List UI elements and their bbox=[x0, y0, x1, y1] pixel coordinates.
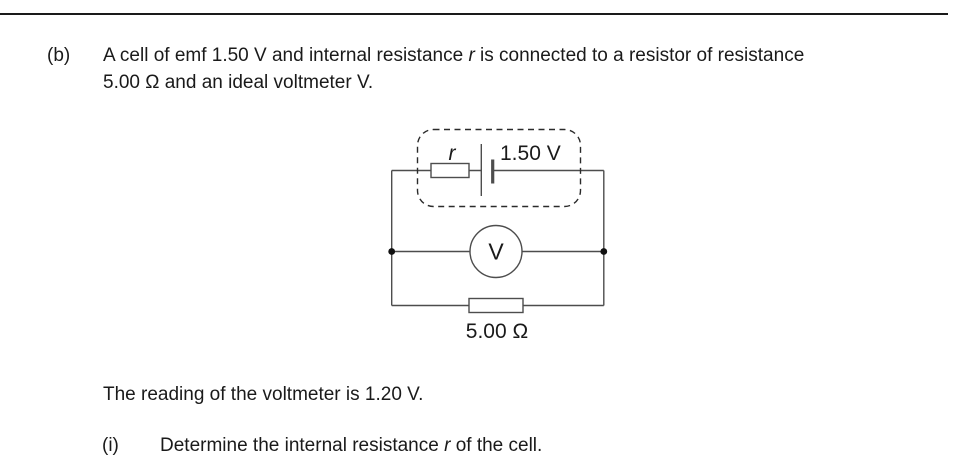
subquestion-text-pre: Determine the internal resistance bbox=[160, 435, 445, 455]
subquestion-text-post: of the cell. bbox=[450, 435, 543, 455]
subquestion-label: (i) bbox=[102, 435, 119, 455]
question-stem-line1-post: is connected to a resistor of resistance bbox=[474, 45, 805, 66]
voltmeter-symbol bbox=[469, 224, 523, 279]
junction-dot-right bbox=[600, 248, 608, 255]
question-stem: A cell of emf 1.50 V and internal resist… bbox=[103, 42, 923, 96]
emf-label: 1.50 V bbox=[500, 142, 561, 165]
question-part-label: (b) bbox=[47, 45, 71, 66]
subquestion-text: Determine the internal resistance r of t… bbox=[160, 432, 860, 455]
junction-dot-left bbox=[388, 248, 396, 255]
internal-resistance-variable: r bbox=[468, 45, 475, 66]
voltmeter-reading-statement: The reading of the voltmeter is 1.20 V. bbox=[103, 384, 424, 405]
question-stem-line2: 5.00 Ω and an ideal voltmeter V. bbox=[103, 72, 374, 93]
cell-dashed-boundary bbox=[416, 128, 582, 208]
internal-resistance-variable: r bbox=[444, 435, 451, 455]
question-stem-line1: A cell of emf 1.50 V and internal resist… bbox=[103, 42, 923, 69]
page-divider-rule bbox=[0, 13, 948, 15]
external-resistor-symbol bbox=[468, 297, 524, 314]
question-stem-line1-pre: A cell of emf 1.50 V and internal resist… bbox=[103, 45, 469, 66]
external-resistor-label: 5.00 Ω bbox=[466, 320, 528, 343]
voltmeter-label: V bbox=[488, 239, 504, 265]
internal-resistance-label: r bbox=[449, 142, 457, 165]
circuit-diagram: r 1.50 V V 5.00 Ω bbox=[388, 128, 608, 343]
internal-resistor-symbol bbox=[430, 162, 470, 179]
